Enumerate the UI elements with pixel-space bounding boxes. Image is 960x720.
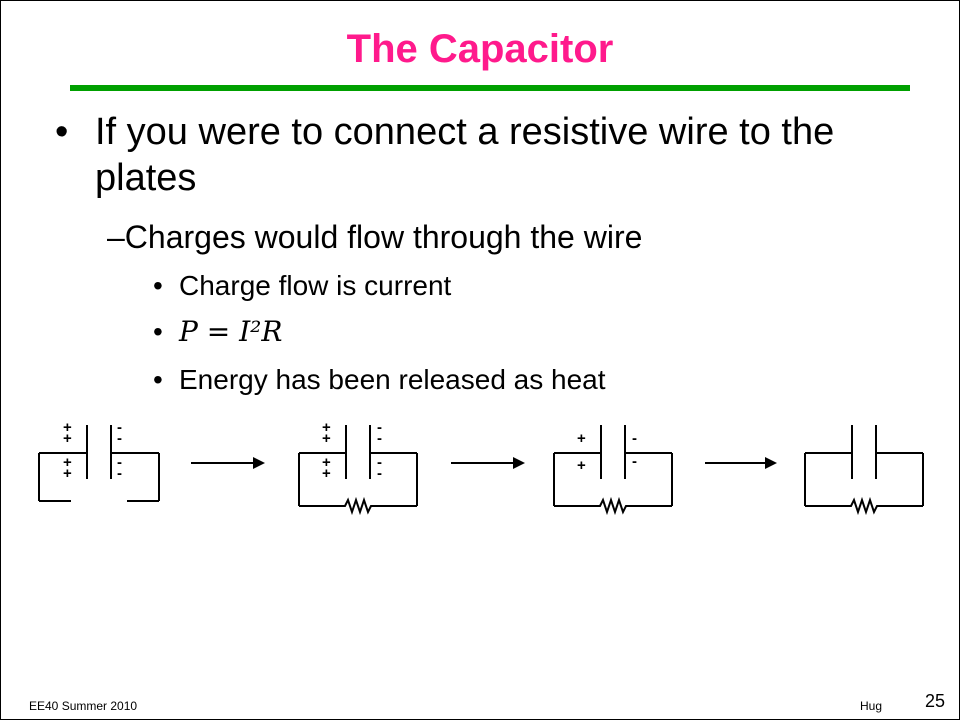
plus-sign: +	[322, 430, 331, 447]
minus-sign: -	[632, 430, 637, 447]
title-underline	[70, 85, 910, 91]
bullet-text: Charge flow is current	[179, 270, 452, 301]
capacitor-stage-discharging	[553, 425, 673, 516]
resistor-icon	[805, 496, 923, 516]
footer-course: EE40 Summer 2010	[29, 699, 138, 713]
minus-sign: -	[117, 430, 122, 447]
bullet-dot: •	[153, 316, 163, 347]
plus-sign: +	[577, 457, 586, 474]
capacitor-stage-connected	[298, 425, 418, 516]
plus-sign: +	[577, 430, 586, 447]
plus-sign: +	[63, 430, 72, 447]
resistor-icon	[299, 496, 417, 516]
power-equation: P = I²R	[179, 315, 283, 348]
bullet-dot: •	[55, 111, 69, 153]
arrow-icon	[705, 457, 777, 469]
minus-sign: -	[117, 419, 122, 436]
plus-sign: +	[63, 454, 72, 471]
page-number: 25	[925, 691, 946, 711]
plus-sign: +	[63, 419, 72, 436]
plus-sign: +	[322, 454, 331, 471]
bullet-text: Energy has been released as heat	[179, 364, 606, 395]
charge-signs: + + + + - - - -	[322, 419, 382, 482]
plus-sign: +	[322, 465, 331, 482]
minus-sign: -	[117, 465, 122, 482]
bullet-dot: •	[153, 364, 163, 395]
bullet-text: Charges would flow through the wire	[124, 219, 643, 255]
bullet-level2: –Charges would flow through the wire	[107, 217, 642, 257]
charge-signs: + + - -	[577, 430, 637, 474]
minus-sign: -	[632, 453, 637, 470]
plus-sign: +	[322, 419, 331, 436]
minus-sign: -	[377, 465, 382, 482]
footer-author: Hug	[860, 699, 883, 713]
minus-sign: -	[117, 454, 122, 471]
dash-marker: –	[107, 219, 125, 255]
capacitor-discharge-diagram: + + + + - - - - + + + +	[38, 419, 924, 516]
charge-signs: + + + + - - - -	[63, 419, 122, 482]
minus-sign: -	[377, 419, 382, 436]
capacitor-stage-discharged	[804, 425, 924, 516]
minus-sign: -	[377, 430, 382, 447]
slide-title: The Capacitor	[346, 27, 614, 71]
arrow-icon	[451, 457, 525, 469]
minus-sign: -	[377, 454, 382, 471]
bullet-text: If you were to connect a resistive wire …	[95, 111, 835, 199]
arrow-icon	[191, 457, 265, 469]
plus-sign: +	[63, 465, 72, 482]
capacitor-stage-charged	[38, 425, 160, 502]
bullet-dot: •	[153, 270, 163, 301]
resistor-icon	[554, 496, 672, 516]
